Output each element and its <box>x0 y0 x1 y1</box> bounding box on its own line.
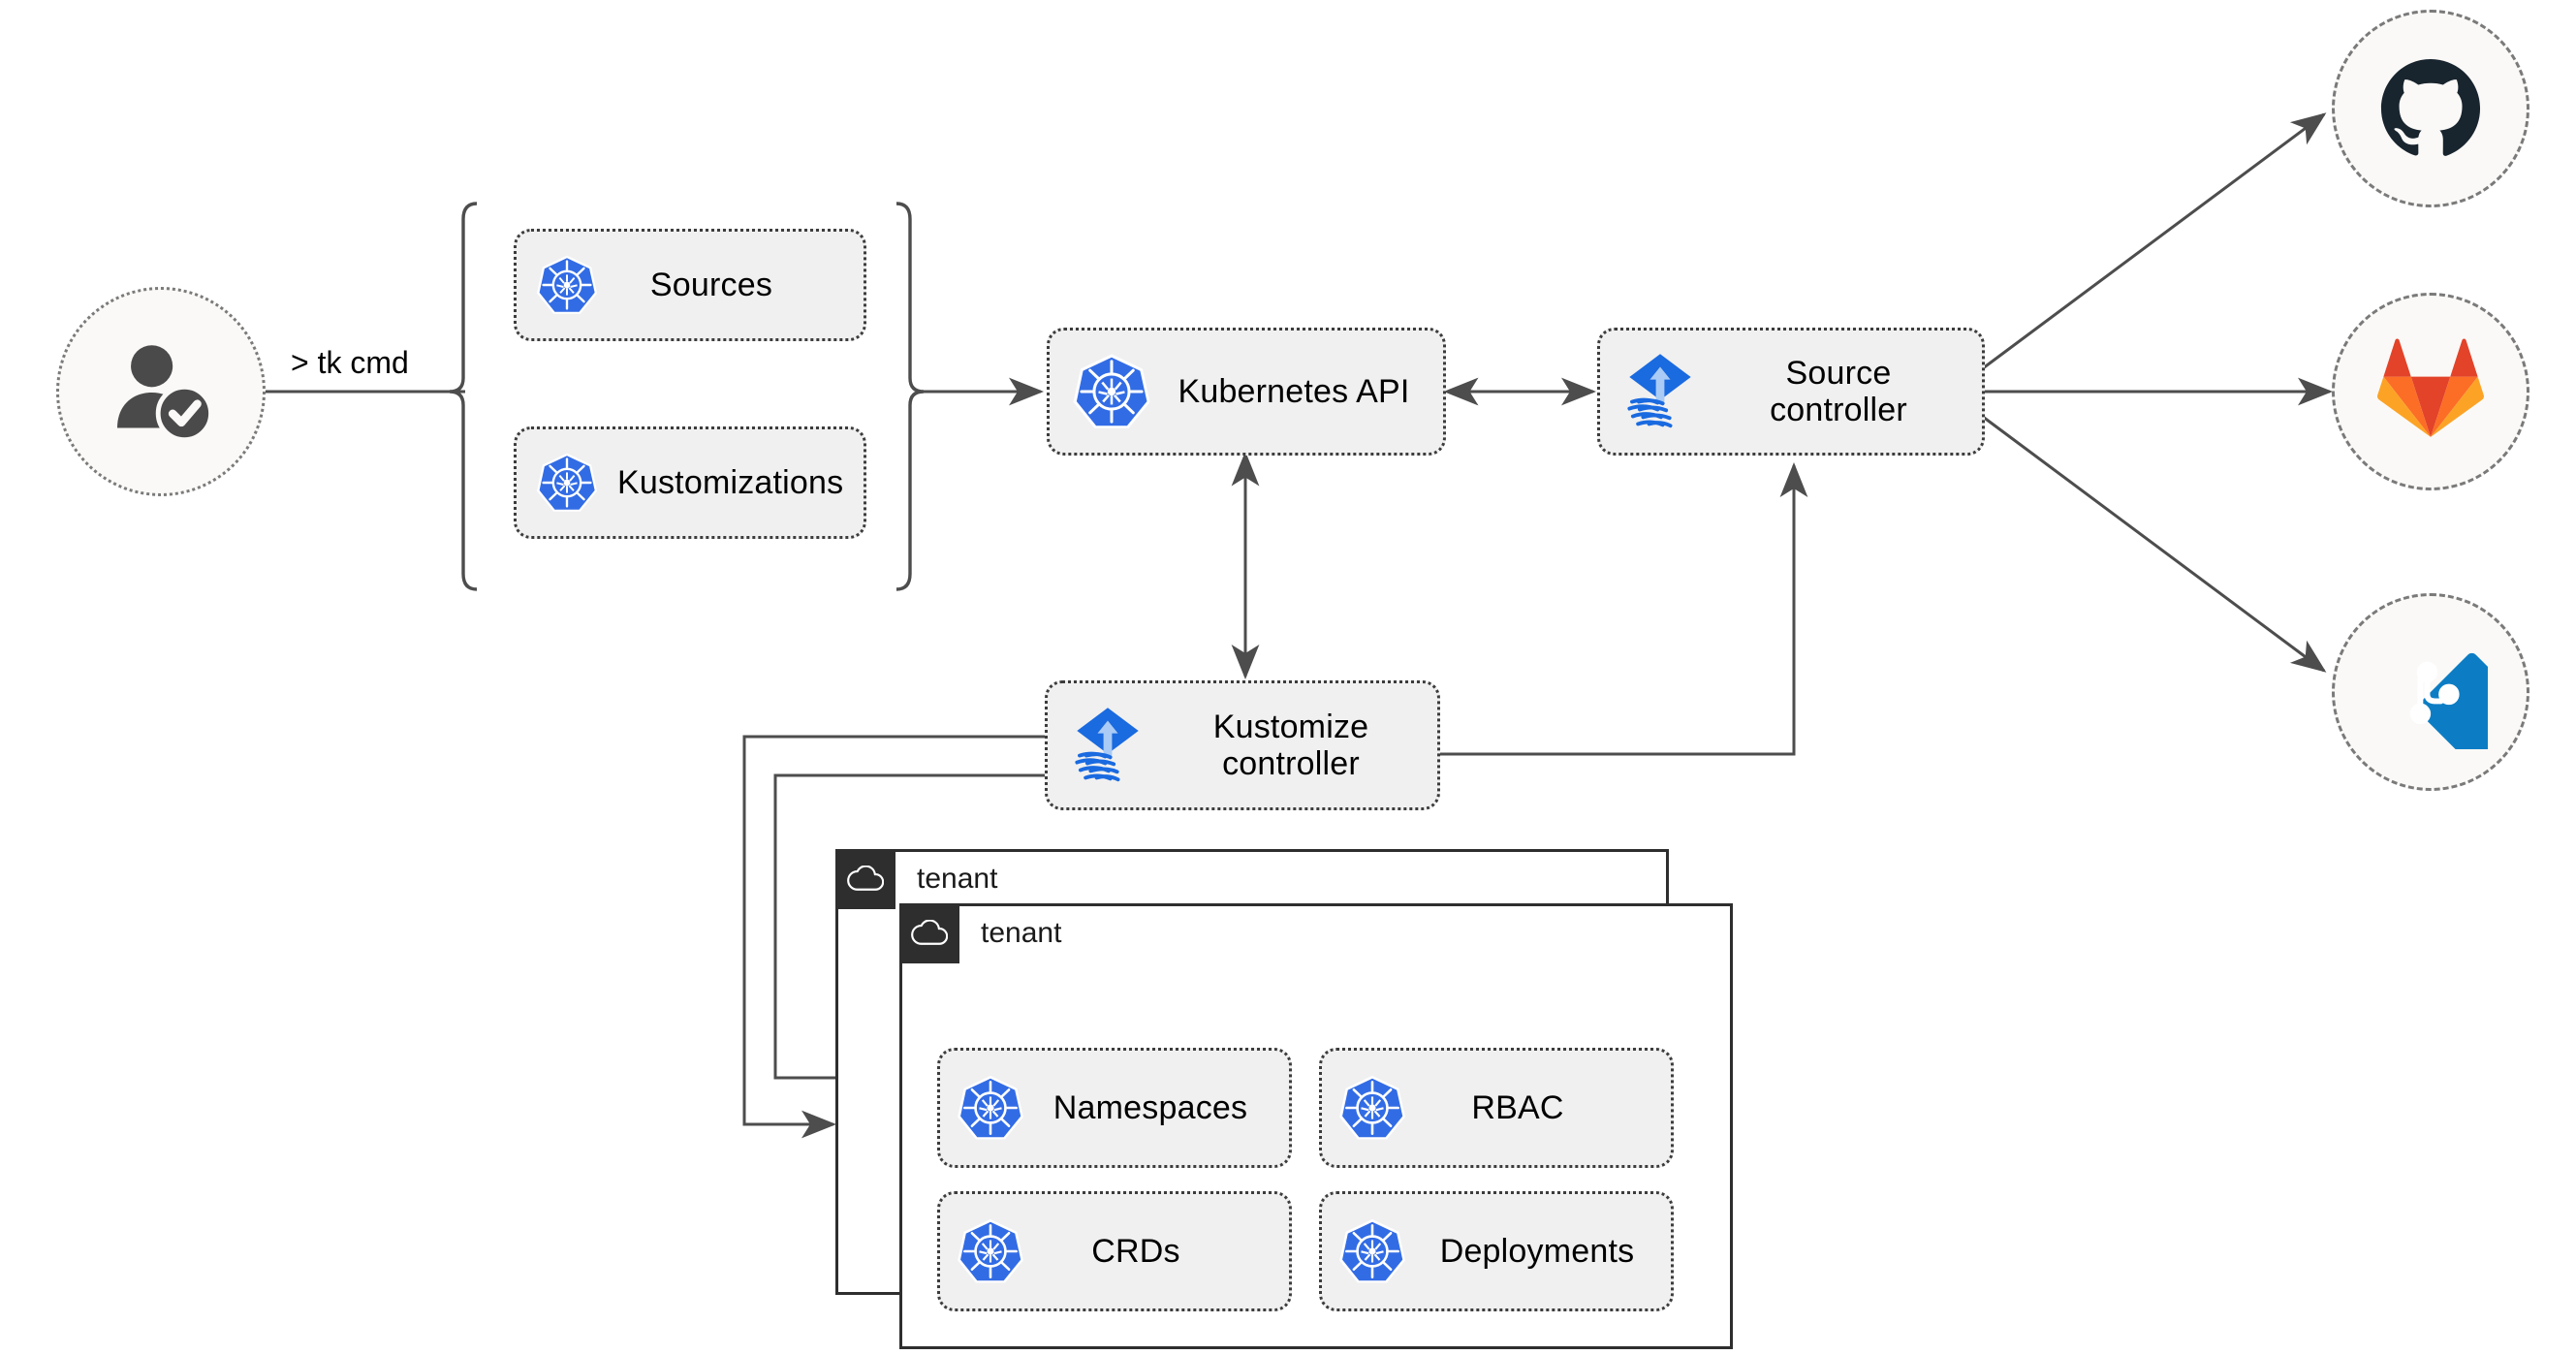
user-avatar[interactable] <box>56 287 266 496</box>
kubernetes-icon <box>1050 351 1174 432</box>
tenant-resource-crds[interactable]: CRDs <box>937 1191 1292 1311</box>
tenant-window-2[interactable]: tenant <box>899 903 1733 1349</box>
manifest-label: Kustomizations <box>617 463 844 501</box>
cloud-icon <box>835 849 895 909</box>
github-icon <box>2380 58 2481 156</box>
kustomize-controller-label: Kustomize controller <box>1212 708 1369 782</box>
gitlab-icon <box>2377 338 2484 437</box>
tenant-resource-label: Deployments <box>1439 1232 1635 1270</box>
kubernetes-icon <box>517 253 617 317</box>
source-controller-label: Source controller <box>1770 354 1907 428</box>
tenant-resource-rbac[interactable]: RBAC <box>1319 1048 1674 1168</box>
kubernetes-icon <box>940 1073 1041 1143</box>
kubernetes-api-label: Kubernetes API <box>1178 372 1410 410</box>
kubernetes-icon <box>940 1216 1041 1286</box>
tenant-resource-label: RBAC <box>1471 1088 1564 1126</box>
tenant-resource-label: CRDs <box>1091 1232 1180 1270</box>
git-provider-github[interactable] <box>2332 10 2529 207</box>
tenant-header-2: tenant <box>899 903 1061 963</box>
manifest-label: Sources <box>649 266 773 303</box>
git-provider-azure-repos[interactable] <box>2332 593 2529 791</box>
edge-source-to-github <box>1982 112 2327 370</box>
git-provider-gitlab[interactable] <box>2332 293 2529 490</box>
tenant-resource-namespaces[interactable]: Namespaces <box>937 1048 1292 1168</box>
tenant-resource-deployments[interactable]: Deployments <box>1319 1191 1674 1311</box>
tenant-resource-label: Namespaces <box>1052 1088 1248 1126</box>
tenant-name-label: tenant <box>981 917 1062 949</box>
kustomize-controller-node[interactable]: Kustomize controller <box>1045 680 1440 810</box>
tenant-header-1: tenant <box>835 849 997 909</box>
source-controller-node[interactable]: Source controller <box>1597 328 1985 456</box>
user-check-icon <box>117 345 213 443</box>
command-label: > tk cmd <box>291 345 409 380</box>
brace-left <box>449 202 478 591</box>
kubernetes-icon <box>1322 1216 1423 1286</box>
azure-repos-icon <box>2409 652 2488 749</box>
flux-icon <box>1600 349 1720 434</box>
flux-icon <box>1048 703 1168 788</box>
brace-right <box>895 202 925 591</box>
tenant-name-label: tenant <box>917 863 998 895</box>
kubernetes-icon <box>517 451 617 515</box>
manifest-card-sources[interactable]: Sources <box>514 229 866 341</box>
kubernetes-icon <box>1322 1073 1423 1143</box>
manifest-card-kustomizations[interactable]: Kustomizations <box>514 426 866 539</box>
cloud-icon <box>899 903 959 963</box>
edge-source-to-azure <box>1982 415 2327 673</box>
edge-kustomize-to-source <box>1438 462 1808 756</box>
kubernetes-api-node[interactable]: Kubernetes API <box>1047 328 1446 456</box>
